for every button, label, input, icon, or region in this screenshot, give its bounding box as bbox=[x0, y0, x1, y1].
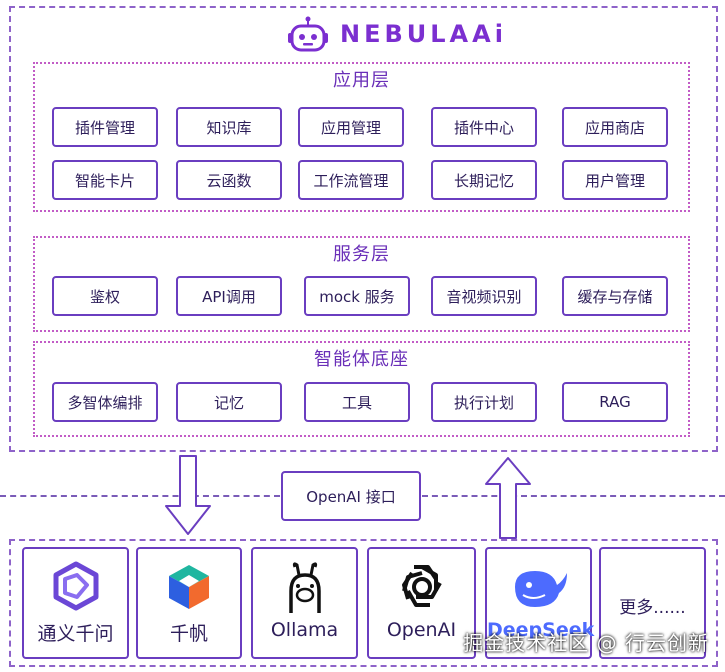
brand-logo: NEBULAAi bbox=[288, 16, 507, 52]
ollama-llama-icon bbox=[288, 562, 321, 613]
models-frame bbox=[9, 539, 718, 667]
model-card-more: 更多...... bbox=[599, 547, 706, 659]
agent-item: 多智体编排 bbox=[52, 382, 158, 422]
app-item: 插件中心 bbox=[431, 107, 537, 147]
model-name: 更多...... bbox=[619, 598, 686, 618]
platform-frame bbox=[9, 6, 718, 452]
robot-icon bbox=[288, 16, 328, 52]
openai-interface-box: OpenAI 接口 bbox=[281, 471, 421, 521]
app-item: 云函数 bbox=[176, 160, 282, 200]
separator-line bbox=[422, 495, 725, 497]
app-item: 长期记忆 bbox=[431, 160, 537, 200]
service-layer-title: 服务层 bbox=[333, 244, 390, 265]
app-item: 应用管理 bbox=[298, 107, 404, 147]
tongyi-qianwen-icon bbox=[53, 561, 98, 611]
application-layer: 应用层 bbox=[33, 62, 690, 212]
app-item: 智能卡片 bbox=[52, 160, 158, 200]
agent-item: RAG bbox=[562, 382, 668, 422]
app-item: 工作流管理 bbox=[298, 160, 404, 200]
service-item: API调用 bbox=[176, 276, 282, 316]
model-name: 通义千问 bbox=[37, 623, 114, 645]
agent-item: 工具 bbox=[304, 382, 410, 422]
agent-base-layer-title: 智能体底座 bbox=[314, 349, 409, 370]
agent-item: 执行计划 bbox=[431, 382, 537, 422]
app-item: 应用商店 bbox=[562, 107, 668, 147]
up-arrow-icon bbox=[485, 457, 531, 539]
down-arrow-icon bbox=[165, 455, 211, 535]
model-name: DeepSeek bbox=[487, 619, 595, 641]
model-card-tongyi: 通义千问 bbox=[22, 547, 129, 659]
model-card-deepseek: DeepSeek bbox=[485, 547, 595, 659]
brand-name: NEBULAAi bbox=[340, 20, 507, 48]
service-item: mock 服务 bbox=[304, 276, 410, 316]
model-name: OpenAI bbox=[386, 619, 457, 641]
qianfan-icon bbox=[169, 565, 209, 609]
model-name: Ollama bbox=[270, 619, 339, 641]
app-item: 知识库 bbox=[176, 107, 282, 147]
openai-icon bbox=[401, 565, 442, 607]
model-card-qianfan: 千帆 bbox=[136, 547, 242, 659]
agent-base-layer: 智能体底座 bbox=[33, 341, 690, 437]
deepseek-whale-icon bbox=[514, 571, 567, 607]
agent-item: 记忆 bbox=[176, 382, 282, 422]
watermark: 掘金技术社区 @ 行云创新 bbox=[463, 631, 709, 655]
separator-line bbox=[0, 495, 280, 497]
model-card-ollama: Ollama bbox=[251, 547, 358, 659]
model-name: 千帆 bbox=[169, 623, 208, 645]
service-item: 缓存与存储 bbox=[562, 276, 668, 316]
app-item: 用户管理 bbox=[562, 160, 668, 200]
service-layer: 服务层 bbox=[33, 236, 690, 332]
application-layer-title: 应用层 bbox=[333, 70, 390, 91]
service-item: 音视频识别 bbox=[431, 276, 537, 316]
service-item: 鉴权 bbox=[52, 276, 158, 316]
app-item: 插件管理 bbox=[52, 107, 158, 147]
model-card-openai: OpenAI bbox=[367, 547, 476, 659]
